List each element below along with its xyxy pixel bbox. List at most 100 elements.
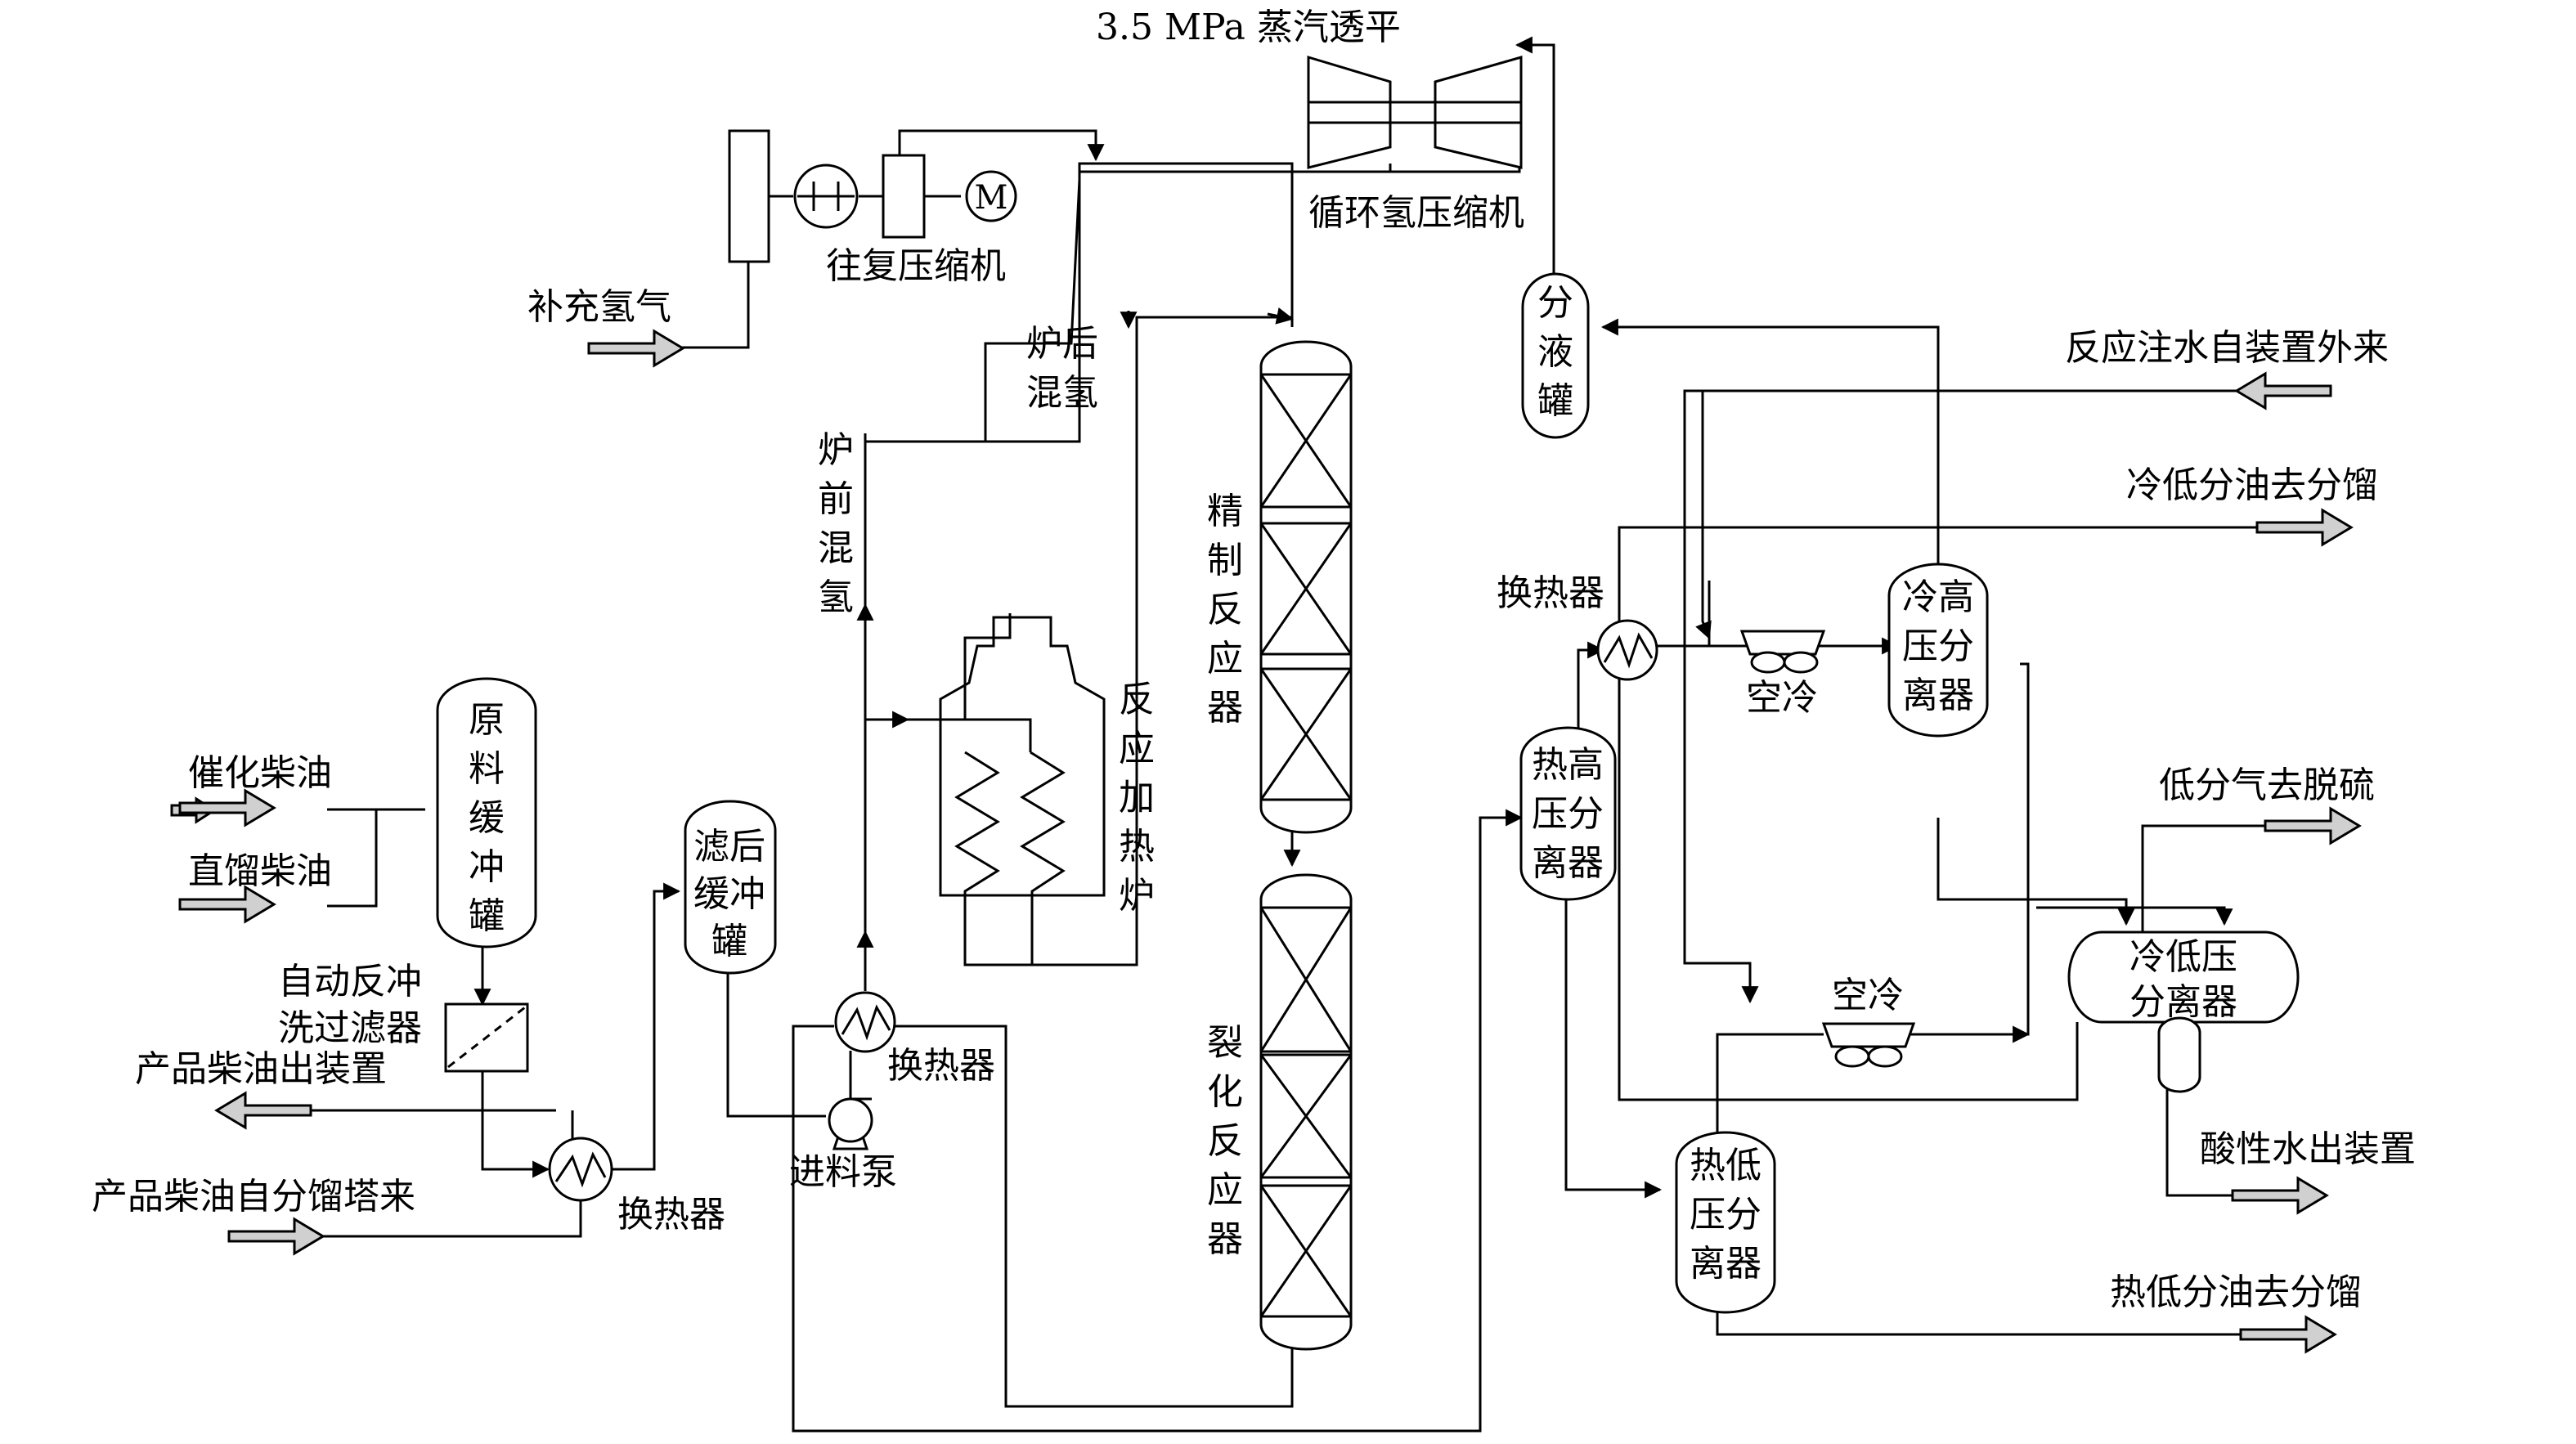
arrow-makeup-h2 [587,329,685,368]
filter-to-hx-line [481,1071,550,1178]
furnace-bottom-link [963,914,1034,966]
turbine-body [1434,56,1523,169]
arrow-hot-low-oil [2239,1315,2337,1354]
before-furnace-mix-3: 氢 [818,576,854,618]
after-furnace-mix-line2: 混氢 [1026,372,1098,414]
cold-high-separator [1887,563,1989,738]
hx-to-filtered-buffer-line [605,882,681,1171]
hot-high-sep-label-1: 压分 [1532,793,1604,835]
cold-low-sep-label-1: 分离器 [2129,981,2237,1023]
cracking-reactor-label-2: 反 [1207,1120,1243,1162]
feed-buffer-label-4: 罐 [469,895,505,937]
inject-water-label: 反应注水自装置外来 [2065,327,2389,369]
feed-buffer-tank [436,677,537,948]
hx-right [1596,619,1658,681]
filtered-buffer-label-2: 罐 [711,921,747,962]
sour-water-line [2165,1083,2233,1197]
furnace-coil-left [954,751,1000,914]
refining-reactor-label-4: 器 [1207,687,1243,729]
furnace-coil-right [1020,751,1066,914]
hollow-arrows [170,329,2362,1354]
steam-line [1515,36,1555,225]
air-cooler-upper [1739,630,1826,674]
product-in-label: 产品柴油自分馏塔来 [92,1176,415,1218]
recip-frame [882,154,926,239]
straight-diesel-label: 直馏柴油 [188,850,332,892]
hot-high-gas-line [1577,641,1605,728]
motor-icon [965,170,1017,222]
recycle-compressor-body [1307,55,1392,169]
reaction-furnace [908,613,1106,914]
hot-low-oil-line [1716,1308,2241,1336]
hot-low-separator [1675,1131,1776,1314]
air-cooler-upper-label: 空冷 [1746,677,1818,719]
hx-right-label: 换热器 [1497,572,1604,614]
cracking-to-hx-line [873,1017,1294,1408]
filtered-buffer-label-1: 缓冲 [693,873,765,915]
filter-screen [447,1006,526,1069]
water-to-cooler [1695,581,1712,639]
recycle-compressor-label: 循环氢压缩机 [1308,192,1524,234]
recycle-compressor-turbine [1307,55,1523,169]
hot-high-sep-label-0: 热高 [1532,744,1604,786]
feed-buffer-label-2: 缓 [469,797,505,839]
makeup-h2-label: 补充氢气 [527,286,671,328]
low-gas-label: 低分气去脱硫 [2159,765,2375,806]
low-gas-line [2141,824,2265,932]
arrow-catalytic-in [178,788,276,827]
air-cooler-lower-label: 空冷 [1832,975,1904,1016]
straight-diesel-line [327,809,378,908]
hot-low-sep-label-2: 离器 [1690,1243,1761,1285]
furnace-label-4: 炉 [1119,875,1155,917]
feed-buffer-label-1: 料 [469,748,505,790]
hot-low-gas-line [1716,1033,1824,1132]
cracking-beds [1259,906,1353,1318]
refining-reactor [1259,340,1353,834]
product-in-line [311,1198,582,1238]
hot-high-sep-label-2: 离器 [1532,842,1604,884]
refining-reactor-label-2: 反 [1207,589,1243,630]
refining-beds [1259,373,1353,801]
air-cooler-lower [1821,1022,1916,1068]
filtered-buffer-to-pump-line [726,965,826,1118]
hx-bottom-link [1618,679,2079,1101]
arrow-inject-water [2234,371,2332,410]
hx-mid [834,991,896,1053]
furnace-shell [939,616,1106,897]
cracking-reactor-label-0: 裂 [1207,1022,1243,1064]
furnace-to-reactor-line [1032,316,1292,966]
after-furnace-mix-line1: 炉后 [1026,323,1098,365]
cold-high-sep-label-1: 压分 [1902,626,1974,667]
auto-filter [444,1002,529,1073]
filtered-buffer-tank [684,800,777,975]
arrow-straight-in [178,885,276,924]
furnace-conv-tube [963,613,1012,720]
recip-to-header-line [898,129,1105,162]
furnace-label-3: 热 [1119,826,1155,868]
cold-low-oil-line [1618,526,2257,630]
cracking-reactor-label-1: 化 [1207,1071,1243,1113]
cold-low-sep-label-0: 冷低压 [2129,936,2237,978]
feed-pump [828,1097,873,1150]
hot-low-sep-label-1: 压分 [1690,1194,1761,1235]
before-furnace-mix-2: 混 [818,527,854,569]
hot-low-oil-label: 热低分油去分馏 [2110,1271,2362,1313]
makeup-h2-vessel [728,129,770,263]
auto-filter-label-0: 自动反冲 [278,961,422,1002]
cracking-reactor [1259,873,1353,1351]
before-furnace-mix-0: 炉 [818,429,854,471]
after-furnace-h2-path [865,179,1081,443]
separator-drum-label-2: 罐 [1537,380,1573,422]
before-furnace-mix-1: 前 [818,478,854,520]
separator-drum-label-0: 分 [1537,282,1573,324]
h2-to-reactor [985,162,1294,443]
separator-drum [1521,272,1590,439]
product-out-label: 产品柴油出装置 [135,1048,387,1090]
catalytic-diesel-label: 催化柴油 [188,752,332,794]
cracking-reactor-label-3: 应 [1207,1169,1243,1211]
arrow-sour-water [2231,1176,2329,1215]
hx-left [548,1137,613,1202]
sour-water-label: 酸性水出装置 [2200,1128,2416,1170]
hx-left-label: 换热器 [617,1194,725,1235]
arrow-product-in [227,1217,325,1256]
